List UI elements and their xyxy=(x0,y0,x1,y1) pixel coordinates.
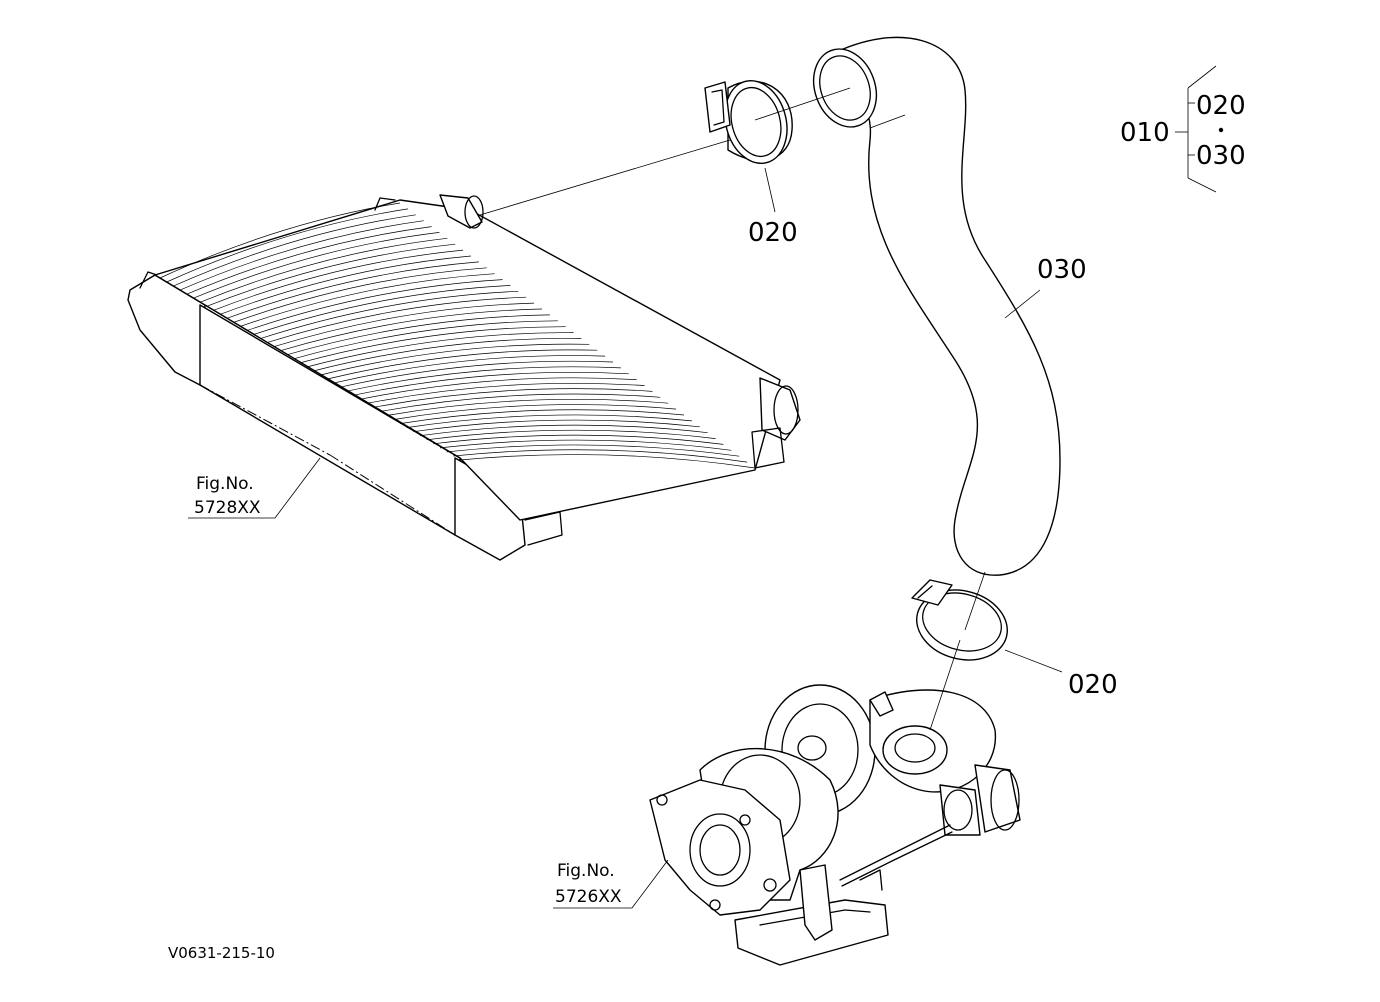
turbo-fig-number: 5726XX xyxy=(555,887,622,907)
part-labels: 020 030 020 010 020 030 Fig.No. 5728XX F… xyxy=(168,91,1246,962)
label-assembly-part-b: 030 xyxy=(1196,141,1246,171)
turbo-fig-label: Fig.No. xyxy=(557,861,615,881)
drawing-code: V0631-215-10 xyxy=(168,944,275,962)
label-hose: 030 xyxy=(1037,255,1087,285)
label-clamp-lower: 020 xyxy=(1068,670,1118,700)
intercooler xyxy=(127,194,801,561)
center-lines xyxy=(199,87,986,731)
intercooler-fig-number: 5728XX xyxy=(194,498,261,518)
label-assembly-part-a: 020 xyxy=(1196,91,1246,121)
intercooler-fins xyxy=(159,202,756,469)
label-clamp-upper: 020 xyxy=(748,218,798,248)
intercooler-fig-label: Fig.No. xyxy=(196,474,254,494)
label-assembly: 010 xyxy=(1120,118,1170,148)
leader-lines xyxy=(188,65,1217,909)
range-dot xyxy=(1218,127,1224,133)
hose-clamp-upper xyxy=(704,79,793,165)
intake-hose xyxy=(812,36,1061,576)
turbocharger xyxy=(649,684,1021,966)
hose-clamp-lower xyxy=(911,579,1008,661)
